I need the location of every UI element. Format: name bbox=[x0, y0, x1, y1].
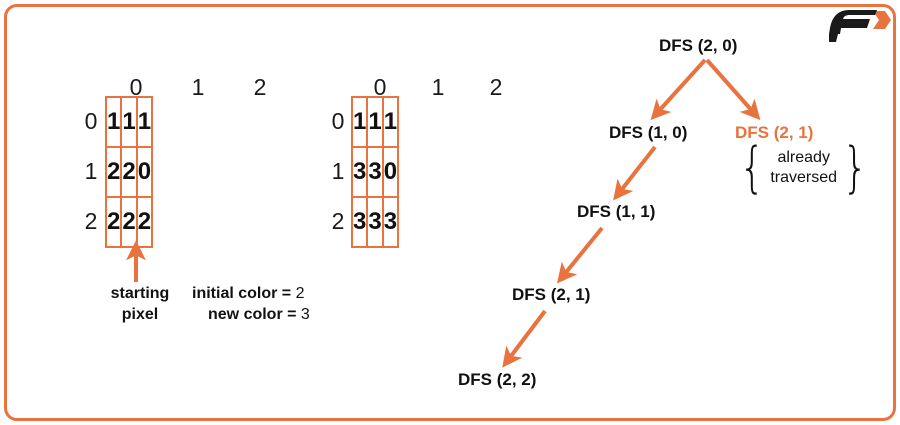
favtutor-logo bbox=[829, 8, 891, 48]
row-header-2: 2 bbox=[331, 207, 345, 234]
logo-icon bbox=[829, 10, 891, 42]
cell-1-2: 0 bbox=[381, 146, 400, 198]
col-header-1: 1 bbox=[191, 74, 205, 100]
cell-0-1: 1 bbox=[120, 96, 138, 148]
cell-1-1: 3 bbox=[366, 146, 384, 198]
cell-1-1: 2 bbox=[120, 146, 138, 198]
cell-0-0: 1 bbox=[104, 96, 123, 148]
initial-color-line: initial color = 2 bbox=[192, 283, 310, 304]
grid-after-row-headers: 0 1 2 bbox=[328, 96, 348, 246]
col-header-0: 0 bbox=[129, 74, 143, 100]
grid-before-column-headers: 0 1 2 bbox=[105, 76, 291, 99]
cell-1-2: 0 bbox=[135, 146, 154, 198]
col-header-2: 2 bbox=[253, 74, 267, 100]
grid-before-row-headers: 0 1 2 bbox=[81, 96, 101, 246]
initial-color-label: initial color = bbox=[192, 285, 292, 302]
left-brace-icon: { bbox=[739, 136, 766, 199]
cell-2-2: 3 bbox=[381, 196, 400, 248]
starting-pixel-line2: pixel bbox=[121, 306, 159, 323]
cell-0-2: 1 bbox=[381, 96, 400, 148]
cell-2-1: 2 bbox=[120, 196, 138, 248]
table-row: 1 1 1 bbox=[350, 96, 400, 148]
new-color-label: new color = bbox=[208, 306, 297, 323]
cell-1-0: 3 bbox=[350, 146, 369, 198]
annotation-line1: already bbox=[777, 149, 830, 166]
tree-node-dfs-2-1-already-traversed: DFS (2, 1) bbox=[735, 123, 814, 142]
tree-node-dfs-1-0: DFS (1, 0) bbox=[609, 123, 688, 142]
table-row: 2 2 2 bbox=[104, 196, 154, 248]
cell-2-1: 3 bbox=[366, 196, 384, 248]
grid-after-table: 1 1 1 3 3 0 3 3 3 bbox=[350, 96, 400, 248]
tree-node-dfs-2-2: DFS (2, 2) bbox=[458, 370, 537, 389]
row-header-1: 1 bbox=[331, 157, 345, 184]
new-color-value: 3 bbox=[300, 306, 310, 323]
row-header-1: 1 bbox=[84, 157, 98, 184]
already-traversed-text: already traversed bbox=[769, 148, 838, 188]
cell-0-1: 1 bbox=[366, 96, 384, 148]
tree-node-dfs-2-1: DFS (2, 1) bbox=[512, 285, 591, 304]
row-header-0: 0 bbox=[84, 107, 98, 134]
table-row: 3 3 0 bbox=[350, 146, 400, 198]
initial-color-value: 2 bbox=[295, 285, 305, 302]
row-header-2: 2 bbox=[84, 207, 98, 234]
cell-1-0: 2 bbox=[104, 146, 123, 198]
already-traversed-annotation: { already traversed } bbox=[735, 136, 872, 199]
cell-2-0: 3 bbox=[350, 196, 369, 248]
grid-after-column-headers: 0 1 2 bbox=[351, 76, 525, 99]
grid-before-table: 1 1 1 2 2 0 2 2 2 bbox=[104, 96, 154, 248]
cell-0-2: 1 bbox=[135, 96, 154, 148]
table-row: 3 3 3 bbox=[350, 196, 400, 248]
col-header-1: 1 bbox=[431, 74, 445, 100]
col-header-2: 2 bbox=[489, 74, 503, 100]
col-header-0: 0 bbox=[373, 74, 387, 100]
row-header-0: 0 bbox=[331, 107, 345, 134]
tree-node-dfs-1-1: DFS (1, 1) bbox=[577, 202, 656, 221]
cell-0-0: 1 bbox=[350, 96, 369, 148]
starting-pixel-caption: starting pixel bbox=[90, 283, 190, 325]
cell-2-0: 2 bbox=[104, 196, 123, 248]
annotation-line2: traversed bbox=[770, 169, 838, 186]
starting-pixel-line1: starting bbox=[110, 285, 170, 302]
right-brace-icon: } bbox=[842, 136, 869, 199]
table-row: 2 2 0 bbox=[104, 146, 154, 198]
table-row: 1 1 1 bbox=[104, 96, 154, 148]
cell-2-2: 2 bbox=[135, 196, 154, 248]
color-legend: initial color = 2 new color = 3 bbox=[192, 283, 310, 325]
tree-node-dfs-2-0: DFS (2, 0) bbox=[659, 36, 738, 55]
new-color-line: new color = 3 bbox=[192, 304, 310, 325]
